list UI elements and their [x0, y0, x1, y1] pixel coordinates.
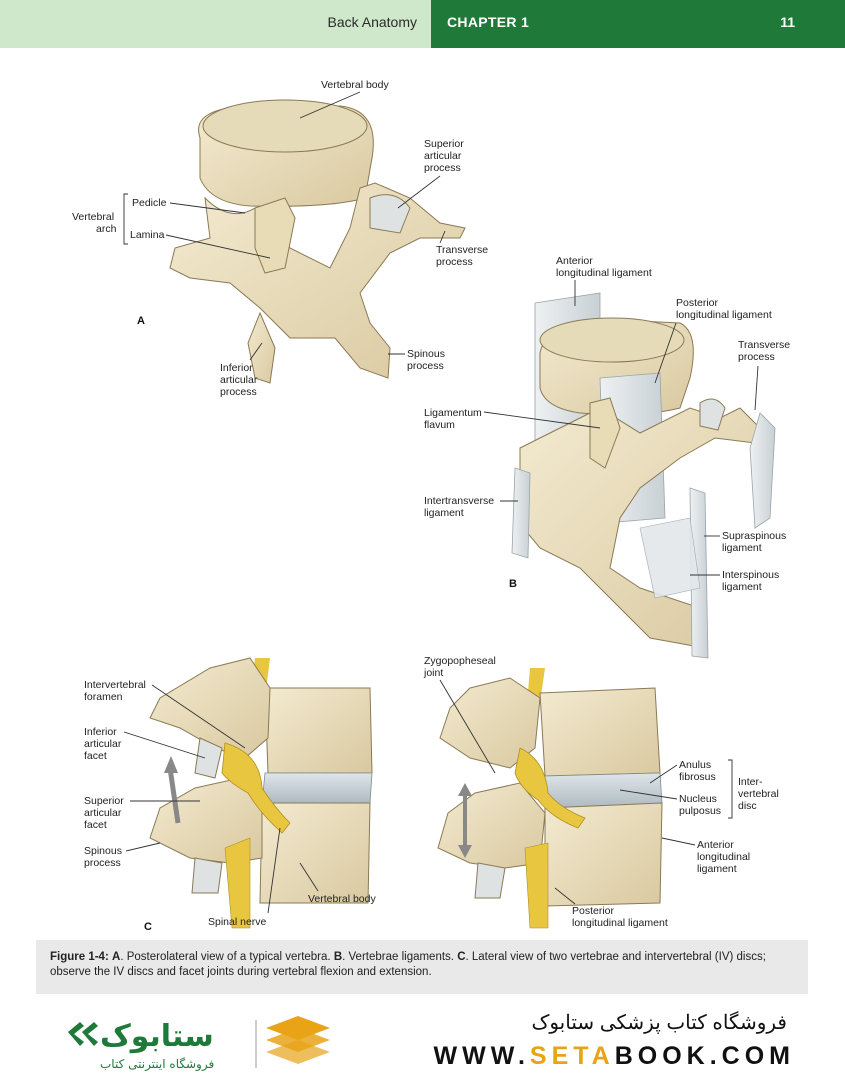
label-a-transverse-1: Transverse	[436, 244, 488, 256]
label-c-zygo-2: joint	[423, 667, 443, 679]
setabook-logo: ستابوک فروشگاه اینترنتی کتاب	[68, 1016, 330, 1072]
label-a-vertebral-arch-1: Vertebral	[72, 211, 114, 223]
label-b-flavum-1: Ligamentum	[424, 407, 482, 419]
logo-text: ستابوک	[100, 1019, 214, 1054]
label-a-superior-2: articular	[424, 150, 462, 162]
label-c-zygo-1: Zygopopheseal	[424, 655, 496, 667]
label-b-interspinous-2: ligament	[722, 581, 762, 593]
panel-a-illustration	[169, 99, 466, 384]
label-b-supraspinous-2: ligament	[722, 542, 762, 554]
book-stack-icon	[266, 1016, 330, 1064]
label-b-pll-2: longitudinal ligament	[676, 309, 772, 321]
label-a-transverse-2: process	[436, 256, 473, 268]
label-c-foramen-2: foramen	[84, 691, 123, 703]
label-a-spinous-1: Spinous	[407, 348, 445, 360]
label-b-flavum-2: flavum	[424, 419, 455, 431]
header-right-band: CHAPTER 1 11	[431, 0, 845, 48]
label-b-transverse-2: process	[738, 351, 775, 363]
header-section-title: Back Anatomy	[327, 14, 418, 30]
label-c-spinous-2: process	[84, 857, 121, 869]
label-c-all-1: Anterior	[697, 839, 734, 851]
label-a-superior-1: Superior	[424, 138, 464, 150]
chevron-logo-icon	[68, 1022, 98, 1046]
label-c-ivdisc-1: Inter-	[738, 776, 763, 788]
caption-letter-a: A	[112, 951, 121, 963]
label-c-anulus-1: Anulus	[679, 759, 711, 771]
label-c-spinal-nerve: Spinal nerve	[208, 916, 267, 928]
label-c-pll-2: longitudinal ligament	[572, 917, 668, 929]
panel-a-letter: A	[137, 315, 145, 327]
label-a-vertebral-body: Vertebral body	[321, 79, 389, 91]
footer-url-post: BOOK.COM	[614, 1042, 795, 1070]
logo-subtitle: فروشگاه اینترنتی کتاب	[100, 1057, 214, 1072]
panel-c-left-illustration	[149, 657, 373, 929]
label-a-superior-3: process	[424, 162, 461, 174]
caption-text-b: . Vertebrae ligaments.	[342, 951, 458, 963]
label-b-intertransverse-2: ligament	[424, 507, 464, 519]
label-c-nucleus-1: Nucleus	[679, 793, 717, 805]
footer-url-highlight: SETA	[529, 1042, 615, 1070]
footer-url-pre: WWW.	[433, 1042, 530, 1070]
caption-fig-label: Figure 1-4:	[50, 951, 109, 963]
caption-letter-b: B	[333, 951, 343, 963]
label-b-all-2: longitudinal ligament	[556, 267, 652, 279]
label-b-all-1: Anterior	[556, 255, 593, 267]
footer-store-name: فروشگاه کتاب پزشکی ستابوک	[531, 1012, 787, 1034]
label-c-vertebral-body: Vertebral body	[308, 893, 376, 905]
label-a-inferior-3: process	[220, 386, 257, 398]
label-c-foramen-1: Intervertebral	[84, 679, 146, 691]
label-b-supraspinous-1: Supraspinous	[722, 530, 786, 542]
label-a-lamina: Lamina	[130, 229, 165, 241]
label-a-vertebral-arch-2: arch	[96, 223, 117, 235]
header-chapter: CHAPTER 1	[447, 14, 530, 30]
label-c-sup-facet-2: articular	[84, 807, 122, 819]
caption-text-c: . Lateral view of two vertebrae and inte…	[50, 951, 766, 978]
label-c-inf-facet-2: articular	[84, 738, 122, 750]
caption-letter-c: C	[457, 951, 466, 963]
label-b-pll-1: Posterior	[676, 297, 719, 309]
label-c-all-3: ligament	[697, 863, 737, 875]
label-c-nucleus-2: pulposus	[679, 805, 721, 817]
caption-text-a: . Posterolateral view of a typical verte…	[120, 951, 334, 963]
figure-1-4: A Vertebral body Superior articular proc…	[72, 79, 790, 933]
label-c-all-2: longitudinal	[697, 851, 750, 863]
figure-caption: Figure 1-4: A. Posterolateral view of a …	[36, 940, 808, 994]
label-c-inf-facet-3: facet	[84, 750, 107, 762]
panel-c-letter: C	[144, 921, 152, 933]
label-c-pll-1: Posterior	[572, 905, 615, 917]
label-c-ivdisc-2: vertebral	[738, 788, 779, 800]
panel-c-right-illustration	[437, 668, 663, 929]
footer-url: WWW.SETABOOK.COM	[434, 1042, 795, 1071]
header-page-number: 11	[780, 14, 795, 30]
panel-b-illustration	[511, 292, 776, 659]
label-c-sup-facet-3: facet	[84, 819, 107, 831]
label-c-spinous-1: Spinous	[84, 845, 122, 857]
label-c-anulus-2: fibrosus	[679, 771, 716, 783]
label-b-transverse-1: Transverse	[738, 339, 790, 351]
label-a-inferior-1: Inferior	[220, 362, 253, 374]
label-b-intertransverse-1: Intertransverse	[424, 495, 494, 507]
panel-b-letter: B	[509, 578, 517, 590]
label-c-ivdisc-3: disc	[738, 800, 757, 812]
label-c-inf-facet-1: Inferior	[84, 726, 117, 738]
label-a-pedicle: Pedicle	[132, 197, 167, 209]
label-b-interspinous-1: Interspinous	[722, 569, 779, 581]
label-a-spinous-2: process	[407, 360, 444, 372]
label-a-inferior-2: articular	[220, 374, 258, 386]
label-c-sup-facet-1: Superior	[84, 795, 124, 807]
header-left-band: Back Anatomy	[0, 0, 431, 48]
